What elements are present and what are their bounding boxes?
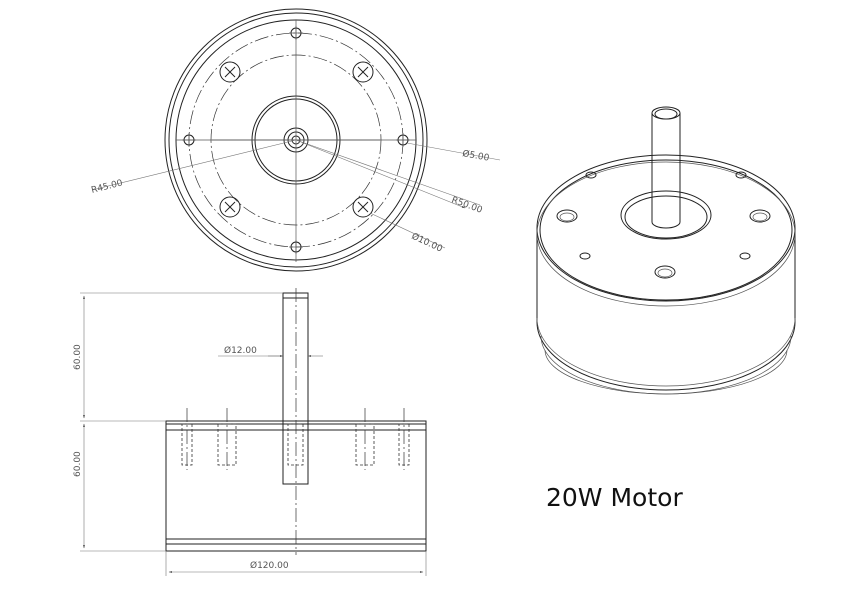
front-view: 60.00 60.00 Ø12.00 Ø120.00	[73, 288, 427, 576]
dim-radius-inner: R45.00	[90, 178, 124, 196]
dim-shaft-height: 60.00	[73, 344, 83, 370]
axis-holes	[182, 26, 410, 254]
hidden-holes	[181, 408, 410, 470]
dim-shaft-dia: Ø12.00	[224, 345, 257, 356]
top-view: R45.00 R50.00 Ø5.00 Ø10.00	[90, 8, 501, 272]
mounting-holes	[219, 61, 374, 218]
iso-holes	[556, 171, 771, 279]
dim-boss-dia: Ø10.00	[410, 231, 445, 255]
dim-hole-dia: Ø5.00	[461, 148, 490, 164]
dim-radius-outer: R50.00	[450, 195, 484, 215]
dim-body-height: 60.00	[73, 451, 83, 477]
dim-body-dia: Ø120.00	[250, 560, 289, 571]
isometric-view	[536, 106, 796, 395]
drawing-title: 20W Motor	[546, 483, 683, 512]
